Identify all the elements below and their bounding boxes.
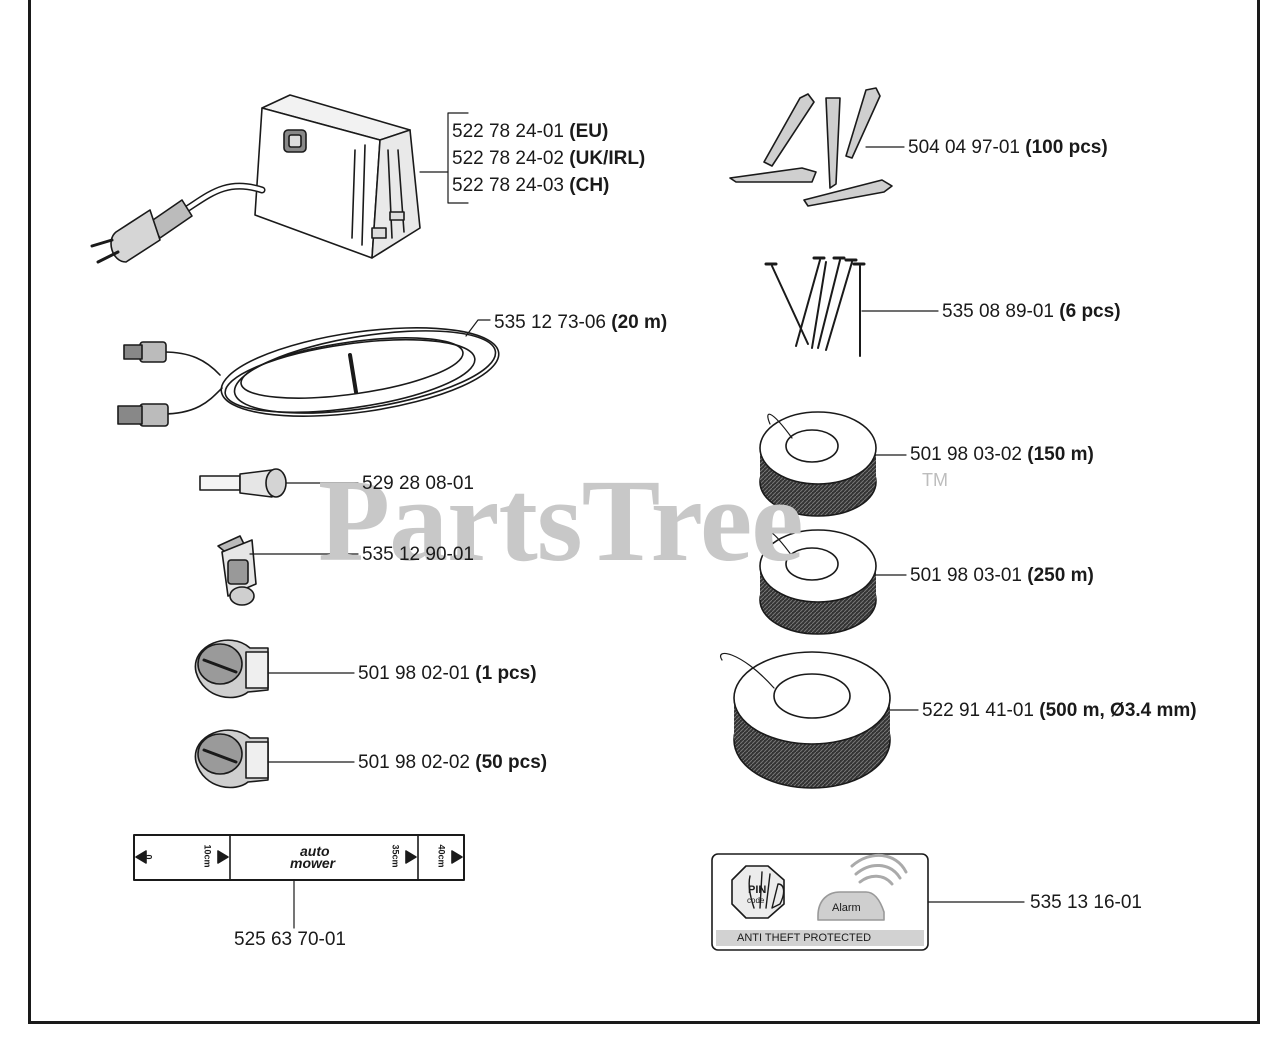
wire-spool-500 (720, 651, 891, 789)
coupler-label[interactable]: 535 12 90-01 (362, 544, 474, 565)
gauge-mark-35: 35cm (390, 844, 401, 868)
power-supply-label-eu[interactable]: 522 78 24-01 (EU) (452, 121, 609, 142)
splice-50-label[interactable]: 501 98 02-02 (50 pcs) (358, 752, 548, 773)
parts-tree-watermark: PartsTree (318, 455, 804, 586)
gauge-mark-10: 10cm (202, 844, 213, 868)
wire-spool-150 (759, 411, 877, 517)
gauge-label[interactable]: 525 63 70-01 (234, 929, 346, 950)
sticker-label[interactable]: 535 13 16-01 (1030, 892, 1142, 913)
leader-cable (465, 319, 491, 337)
splice-1-part (194, 639, 269, 699)
connector-label[interactable]: 529 28 08-01 (362, 473, 474, 494)
splice-50-part (194, 729, 269, 789)
trademark-mark: TM (922, 470, 948, 490)
diagram-frame (28, 0, 1260, 1024)
sticker-caption: ANTI THEFT PROTECTED (737, 932, 872, 944)
sticker-code-text: code (747, 896, 765, 905)
leader-power-supply-bracket (447, 112, 469, 204)
wire-250-label[interactable]: 501 98 03-01 (250 m) (910, 565, 1094, 586)
connector-part (199, 468, 287, 498)
low-voltage-cable (117, 327, 500, 427)
pegs-part (729, 87, 893, 207)
gauge-brand-bottom: mower (290, 855, 336, 871)
splice-1-label[interactable]: 501 98 02-01 (1 pcs) (358, 663, 537, 684)
anti-theft-sticker (711, 853, 929, 951)
power-supply-label-ch[interactable]: 522 78 24-03 (CH) (452, 175, 610, 196)
distance-gauge (133, 834, 465, 881)
wire-150-label[interactable]: 501 98 03-02 (150 m) (910, 444, 1094, 465)
nails-part (764, 256, 866, 357)
coupler-part (217, 535, 257, 606)
gauge-mark-0: 0 (143, 854, 154, 860)
sticker-pin-text: PIN (748, 884, 767, 896)
sticker-alarm-text: Alarm (832, 902, 861, 914)
gauge-mark-40: 40cm (436, 844, 447, 868)
wire-spool-250 (759, 529, 877, 635)
pegs-label[interactable]: 504 04 97-01 (100 pcs) (908, 137, 1108, 158)
cable-label[interactable]: 535 12 73-06 (20 m) (494, 312, 668, 333)
wire-500-label[interactable]: 522 91 41-01 (500 m, Ø3.4 mm) (922, 700, 1197, 721)
power-supply-label-uk[interactable]: 522 78 24-02 (UK/IRL) (452, 148, 646, 169)
power-supply-unit (90, 94, 421, 264)
nails-label[interactable]: 535 08 89-01 (6 pcs) (942, 301, 1121, 322)
gauge-brand-top: auto (300, 843, 330, 859)
